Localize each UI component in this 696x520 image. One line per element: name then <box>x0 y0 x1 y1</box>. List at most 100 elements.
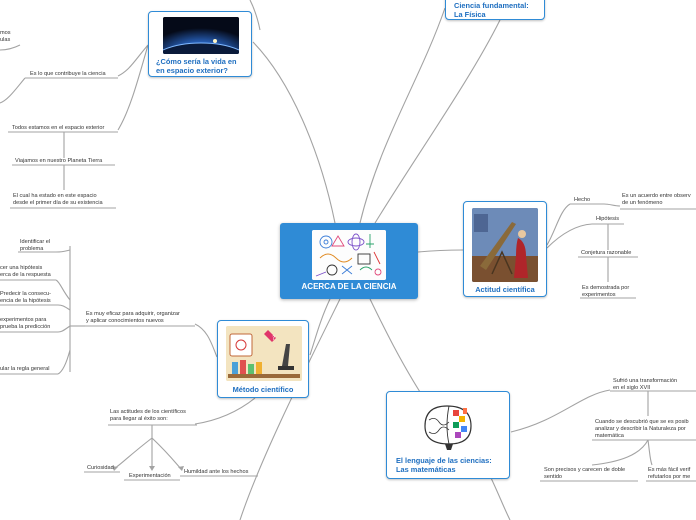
science-doodle-icon <box>312 230 386 280</box>
topic-fisica-title: Ciencia fundamental: La Física <box>454 1 529 19</box>
topic-actitud-title: Actitud científica <box>475 285 535 294</box>
label-cuando-line1: Cuando se descubrió que se es posib <box>595 419 689 425</box>
link-stem-identificar <box>55 249 71 253</box>
label-sufrio-line1: Sufrió una transformación <box>613 378 678 384</box>
astronomer-image <box>472 208 538 282</box>
label-identificar-line2: problema <box>20 246 44 252</box>
label-identificar-line1: Identificar el <box>20 239 51 245</box>
link-actitud-hipotesis <box>546 223 593 249</box>
label-facil[interactable]: Es más fácil verif refutarlos por me <box>648 467 690 481</box>
topic-actitud[interactable]: Actitud científica <box>463 201 547 297</box>
brain-image <box>415 398 481 452</box>
link-central-fisica <box>359 7 446 224</box>
brain-icon <box>424 405 472 450</box>
arrow-experimentacion <box>149 466 155 471</box>
label-acuerdo-line2: de un fenómeno <box>622 200 663 206</box>
link-stem-regla <box>57 349 71 375</box>
label-experimentacion[interactable]: Experimentación <box>129 473 171 479</box>
topic-fisica-title-line2: La Física <box>454 10 486 19</box>
label-eficaz[interactable]: Es muy eficaz para adquirir, organizar y… <box>86 311 180 325</box>
link-stem-hipotesis <box>55 279 71 301</box>
label-demostrada[interactable]: Es demostrada por experimentos <box>582 285 629 299</box>
central-title: ACERCA DE LA CIENCIA <box>301 282 397 291</box>
lab-image: ? <box>226 326 302 381</box>
label-partial-top-line2: ulas <box>0 37 11 43</box>
label-hipotesis-metodo-line1: cer una hipótesis <box>0 265 43 271</box>
topic-fisica[interactable]: Ciencia fundamental: La Física <box>445 0 545 20</box>
label-demostrada-line1: Es demostrada por <box>582 285 630 291</box>
link-central-bottom <box>239 298 341 520</box>
label-acuerdo-line1: Es un acuerdo entre observ <box>622 193 691 199</box>
topic-metodo-title: Método científico <box>232 385 294 394</box>
topic-fisica-title-line1: Ciencia fundamental: <box>454 1 529 10</box>
label-partial-top[interactable]: mos ulas <box>0 30 11 44</box>
link-stem-experimentos <box>57 325 71 333</box>
label-sufrio-line2: en el siglo XVII <box>613 385 651 391</box>
label-actitudes-line1: Las actitudes de los científicos <box>110 409 186 415</box>
central-topic[interactable]: ACERCA DE LA CIENCIA <box>280 223 418 299</box>
label-hipotesis-metodo[interactable]: cer una hipótesis erca de la respuesta <box>0 265 51 279</box>
label-precisos-line2: sentido <box>544 474 563 480</box>
label-eficaz-line2: y aplicar conocimientos nuevos <box>86 318 164 324</box>
arrow-curiosidad <box>112 466 118 471</box>
label-cual[interactable]: El cual ha estado en este espacio desde … <box>13 193 103 207</box>
telescope-painting-icon <box>472 208 538 282</box>
label-todos-estamos[interactable]: Todos estamos en el espacio exterior <box>12 125 105 131</box>
link-cuando-facil <box>647 439 653 466</box>
label-predecir-line1: Predecir la consecu- <box>0 291 51 297</box>
arrow-humildad <box>178 466 184 471</box>
earth-horizon-icon <box>163 17 239 54</box>
label-contribuye[interactable]: Es lo que contribuye la ciencia <box>30 71 106 77</box>
link-metodo-actitudes <box>194 397 256 425</box>
label-experimentos[interactable]: experimentos para prueba la predicción <box>0 317 50 331</box>
label-experimentos-line1: experimentos para <box>0 317 47 323</box>
label-sufrio[interactable]: Sufrió una transformación en el siglo XV… <box>613 378 677 392</box>
label-facil-line2: refutarlos por me <box>648 474 691 480</box>
label-cual-line2: desde el primer día de su existencia <box>13 200 103 206</box>
link-actitudes-humildad <box>151 437 183 471</box>
label-identificar[interactable]: Identificar el problema <box>20 239 50 253</box>
link-espacio-contribuye <box>117 44 149 77</box>
label-cuando-line2: analizar y describir la Naturaleza por <box>595 426 686 432</box>
label-humildad[interactable]: Humildad ante los hechos <box>184 469 249 475</box>
topic-espacio-title-line1: ¿Cómo sería la vida en <box>156 57 237 66</box>
topic-lenguaje-title: El lenguaje de las ciencias: Las matemát… <box>396 456 492 474</box>
label-curiosidad[interactable]: Curiosidad <box>87 465 114 471</box>
link-central-actitud <box>417 249 464 253</box>
label-precisos-line1: Son precisos y carecen de doble <box>544 467 626 473</box>
label-predecir-line2: encia de la hipótesis <box>0 298 51 304</box>
topic-lenguaje-title-line2: Las matemáticas <box>396 465 456 474</box>
link-top-espacio <box>249 0 261 31</box>
link-stem-predecir <box>57 304 71 311</box>
label-experimentos-line2: prueba la predicción <box>0 324 51 330</box>
link-central-espacio <box>252 41 336 224</box>
microscope-lab-icon: ? <box>226 326 302 381</box>
link-cuando-precisos <box>591 439 649 466</box>
label-hipotesis-actitud[interactable]: Hipótesis <box>596 216 620 222</box>
label-hecho[interactable]: Hecho <box>574 197 591 203</box>
label-partial-top-line1: mos <box>0 30 11 36</box>
label-regla-general[interactable]: ular la regla general <box>0 366 50 372</box>
label-cuando[interactable]: Cuando se descubrió que se es posib anal… <box>595 419 689 440</box>
link-actitudes-curiosidad <box>114 437 153 469</box>
label-precisos[interactable]: Son precisos y carecen de doble sentido <box>544 467 625 481</box>
label-acuerdo[interactable]: Es un acuerdo entre observ de un fenómen… <box>622 193 691 207</box>
topic-metodo[interactable]: ? Método científico <box>217 320 309 398</box>
label-viajamos[interactable]: Viajamos en nuestro Planeta Tierra <box>15 158 103 164</box>
link-metodo-eficaz <box>194 323 218 358</box>
label-conjetura[interactable]: Conjetura razonable <box>581 250 632 256</box>
label-facil-line1: Es más fácil verif <box>648 467 691 473</box>
link-central-metodo <box>309 298 331 356</box>
link-partial <box>0 44 21 51</box>
topic-lenguaje[interactable]: El lenguaje de las ciencias: Las matemát… <box>386 391 510 479</box>
label-hipotesis-metodo-line2: erca de la respuesta <box>0 272 51 278</box>
label-actitudes-cientificos[interactable]: Las actitudes de los científicos para ll… <box>110 409 186 423</box>
label-eficaz-line1: Es muy eficaz para adquirir, organizar <box>86 311 180 317</box>
topic-espacio-title-line2: en espacio exterior? <box>156 66 228 75</box>
topic-espacio[interactable]: ¿Cómo sería la vida en en espacio exteri… <box>148 11 252 77</box>
label-predecir[interactable]: Predecir la consecu- encia de la hipótes… <box>0 291 51 305</box>
link-contribuye-out <box>0 77 26 104</box>
topic-espacio-title: ¿Cómo sería la vida en en espacio exteri… <box>156 57 237 75</box>
topic-lenguaje-title-line1: El lenguaje de las ciencias: <box>396 456 492 465</box>
